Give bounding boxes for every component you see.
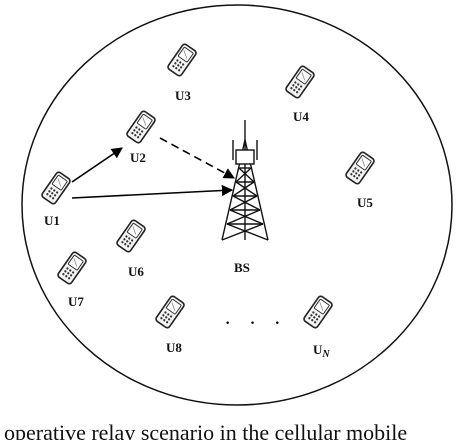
user-label-u7: U7 bbox=[68, 294, 84, 309]
user-label-u8: U8 bbox=[166, 340, 182, 355]
user-label-un: UN bbox=[313, 342, 330, 360]
phone-icon-u6 bbox=[115, 218, 147, 254]
user-label-u1: U1 bbox=[44, 213, 60, 228]
phone-icon-u4 bbox=[284, 64, 316, 100]
ellipsis: · · · bbox=[224, 310, 287, 335]
link-u2-bs-dashed bbox=[159, 137, 235, 179]
user-label-u4: U4 bbox=[293, 109, 309, 124]
phone-icon-u5 bbox=[344, 150, 376, 186]
user-label-u2: U2 bbox=[130, 150, 146, 165]
link-u1-bs bbox=[71, 184, 234, 199]
figure-caption: operative relay scenario in the cellular… bbox=[4, 420, 407, 440]
phone-icon-u8 bbox=[154, 294, 186, 330]
phone-icon-u3 bbox=[166, 42, 198, 78]
cell-boundary bbox=[21, 4, 453, 406]
base-station-label: BS bbox=[234, 260, 250, 275]
link-u1-u2 bbox=[71, 147, 123, 183]
user-label-u3: U3 bbox=[175, 88, 191, 103]
base-station-icon bbox=[221, 120, 269, 241]
phone-icon-u2 bbox=[125, 109, 157, 145]
phone-icon-u7 bbox=[56, 250, 88, 286]
phone-icon-u1 bbox=[40, 170, 72, 206]
phone-icon-un bbox=[302, 294, 334, 330]
user-label-u5: U5 bbox=[357, 195, 373, 210]
user-label-u6: U6 bbox=[128, 264, 144, 279]
